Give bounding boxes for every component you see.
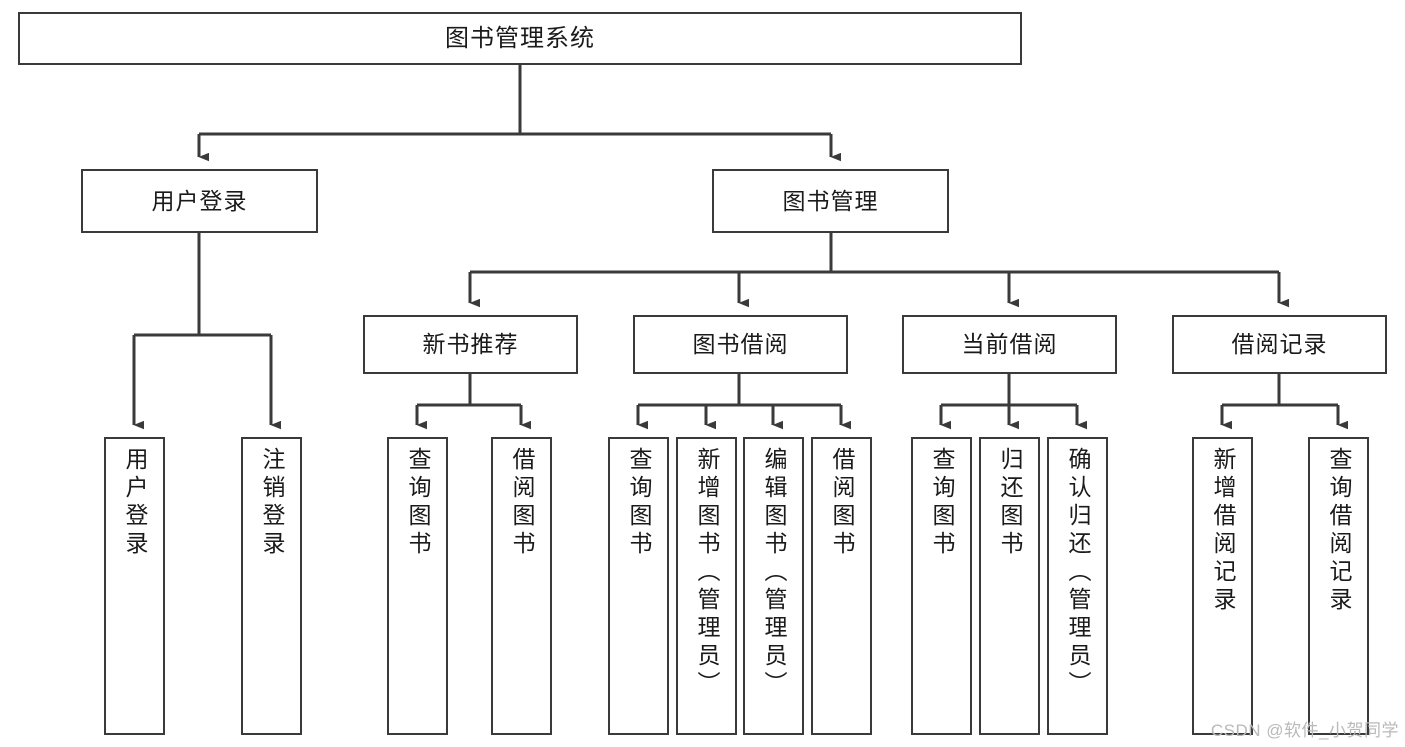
node-borrow-record[interactable]: 借阅记录 [1172,315,1387,374]
node-leaf-query-record-label: 查询借阅记录 [1326,447,1352,615]
csdn-watermark: CSDN @软件_小贺同学 [1210,721,1399,740]
node-leaf-query-book-1-label: 查询图书 [405,447,431,559]
node-new-book-rec[interactable]: 新书推荐 [363,315,578,374]
node-leaf-query-book-2-label: 查询图书 [626,447,652,559]
node-leaf-edit-book[interactable]: 编辑图书（管理员） [743,437,804,735]
node-book-borrow-label: 图书借阅 [692,331,789,358]
node-leaf-return-book-label: 归还图书 [997,447,1023,559]
node-current-borrow-label: 当前借阅 [961,331,1058,358]
node-root-system[interactable]: 图书管理系统 [18,12,1022,65]
node-leaf-borrow-book-1-label: 借阅图书 [509,447,535,559]
node-leaf-query-book-3[interactable]: 查询图书 [911,437,972,735]
node-borrow-record-label: 借阅记录 [1231,331,1328,358]
node-leaf-user-login[interactable]: 用户登录 [104,437,165,735]
node-leaf-borrow-book-1[interactable]: 借阅图书 [491,437,552,735]
node-leaf-borrow-book-2-label: 借阅图书 [829,447,855,559]
node-leaf-return-book[interactable]: 归还图书 [979,437,1040,735]
node-root-label: 图书管理系统 [445,24,595,52]
node-leaf-add-record[interactable]: 新增借阅记录 [1192,437,1253,735]
node-leaf-user-login-label: 用户登录 [122,447,148,559]
node-leaf-query-record[interactable]: 查询借阅记录 [1308,437,1369,735]
node-leaf-query-book-3-label: 查询图书 [929,447,955,559]
node-book-manage[interactable]: 图书管理 [712,169,949,233]
node-leaf-add-book-label: 新增图书（管理员） [694,447,720,699]
node-leaf-edit-book-label: 编辑图书（管理员） [761,447,787,699]
node-leaf-user-logout[interactable]: 注销登录 [241,437,302,735]
node-leaf-borrow-book-2[interactable]: 借阅图书 [811,437,872,735]
node-leaf-user-logout-label: 注销登录 [259,447,285,559]
node-book-borrow[interactable]: 图书借阅 [633,315,848,374]
node-leaf-add-book[interactable]: 新增图书（管理员） [676,437,737,735]
node-leaf-query-book-1[interactable]: 查询图书 [387,437,448,735]
node-book-manage-label: 图书管理 [782,187,879,214]
node-leaf-confirm-return-label: 确认归还（管理员） [1065,447,1091,699]
node-leaf-add-record-label: 新增借阅记录 [1210,447,1236,615]
node-leaf-query-book-2[interactable]: 查询图书 [608,437,669,735]
node-leaf-confirm-return[interactable]: 确认归还（管理员） [1047,437,1108,735]
node-new-book-rec-label: 新书推荐 [422,331,519,358]
node-current-borrow[interactable]: 当前借阅 [902,315,1117,374]
node-user-login[interactable]: 用户登录 [81,169,318,233]
node-user-login-label: 用户登录 [151,187,248,214]
